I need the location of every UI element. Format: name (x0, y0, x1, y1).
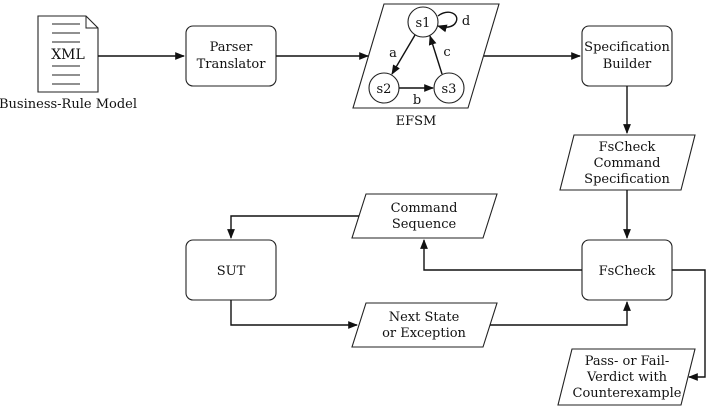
state-circle (433, 72, 465, 104)
next-state-line1: Next State (389, 310, 460, 325)
edge-fscheck-to-verdict (672, 269, 706, 381)
command-specification-line3: Specification (584, 172, 670, 187)
state-label: s1 (416, 16, 431, 31)
document-caption: Business-Rule Model (0, 97, 137, 112)
command-specification-line1: FsCheck (599, 140, 656, 155)
next-state-line2: or Exception (382, 326, 466, 341)
sut-label: SUT (217, 264, 246, 279)
command-specification-node: FsCheck Command Specification (559, 134, 696, 191)
state-label: s3 (442, 82, 457, 97)
command-specification-parallelogram (559, 134, 696, 191)
transition-c-label: c (443, 45, 450, 60)
edge-sut-to-next-state (230, 300, 358, 329)
command-sequence-parallelogram (351, 193, 498, 239)
efsm-caption: EFSM (396, 114, 437, 129)
fscheck-label: FsCheck (599, 264, 656, 279)
specification-builder-box (581, 25, 673, 87)
efsm-node: s1 s2 s3 a b c d EFSM (352, 3, 500, 129)
state-label: s2 (377, 82, 392, 97)
business-rule-model-node: XML Business-Rule Model (0, 15, 137, 112)
command-specification-line2: Command (594, 156, 661, 171)
next-state-parallelogram (351, 302, 498, 348)
edge-fscheck-to-command-sequence (420, 239, 582, 271)
verdict-parallelogram (557, 348, 696, 406)
next-state-node: Next State or Exception (351, 302, 498, 348)
verdict-node: Pass- or Fail- Verdict with Counterexamp… (557, 348, 696, 406)
transition-b-label: b (413, 93, 421, 108)
fscheck-node: FsCheck (581, 239, 673, 301)
command-sequence-line1: Command (391, 201, 458, 216)
transition-d-loop (437, 11, 458, 33)
state-s3: s3 (433, 72, 465, 104)
command-sequence-node: Command Sequence (351, 193, 498, 239)
specification-builder-line2: Builder (603, 57, 652, 72)
parser-translator-line2: Translator (197, 57, 267, 72)
parser-translator-box (185, 25, 277, 87)
transition-c-edge (428, 35, 443, 75)
command-sequence-line2: Sequence (392, 217, 457, 232)
edge-next-state-to-fscheck (490, 301, 631, 326)
parser-translator-line1: Parser (210, 40, 253, 55)
edge-command-sequence-to-sut (227, 215, 359, 239)
verdict-line2: Verdict with (586, 370, 668, 385)
transition-a-label: a (389, 46, 397, 61)
document-icon (37, 15, 99, 93)
state-s2: s2 (368, 72, 400, 104)
transition-a-edge (391, 34, 416, 75)
specification-builder-line1: Specification (584, 40, 670, 55)
verdict-line3: Counterexample (573, 386, 682, 401)
parser-translator-node: Parser Translator (185, 25, 277, 87)
state-s1: s1 (407, 6, 439, 38)
verdict-line1: Pass- or Fail- (585, 354, 670, 369)
document-fold (85, 16, 98, 29)
specification-builder-node: Specification Builder (581, 25, 673, 87)
transition-d-label: d (462, 14, 470, 29)
document-label: XML (51, 47, 85, 63)
state-circle (407, 6, 439, 38)
sut-node: SUT (185, 239, 277, 301)
